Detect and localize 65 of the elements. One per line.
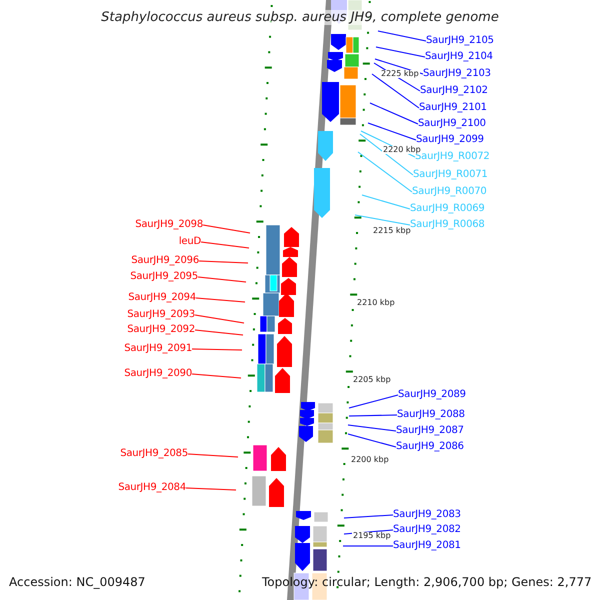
leader-line <box>376 46 426 58</box>
gene-label: SaurJH9_2093 <box>127 310 195 320</box>
leader-line <box>192 348 242 350</box>
gene-label: SaurJH9_R0068 <box>410 220 485 230</box>
gene-label: SaurJH9_2100 <box>418 119 486 129</box>
scale-label: 2220 kbp <box>382 146 422 154</box>
gene-label: SaurJH9_2087 <box>396 426 464 436</box>
gene-label: SaurJH9_2096 <box>131 256 199 266</box>
leader-line <box>192 374 242 378</box>
map-title: Staphylococcus aureus subsp. aureus JH9, complete genome <box>100 11 500 24</box>
scale-label: 2225 kbp <box>380 70 420 78</box>
leader-line <box>344 514 394 518</box>
gene-label: SaurJH9_R0071 <box>413 170 488 180</box>
leader-line <box>348 414 398 416</box>
gene-label: SaurJH9_2083 <box>393 510 461 520</box>
gene-label: SaurJH9_R0070 <box>412 187 487 197</box>
leader-line <box>360 134 414 176</box>
scale-label: 2200 kbp <box>350 456 390 464</box>
gene-label: SaurJH9_2101 <box>419 103 487 113</box>
leader-line <box>198 276 246 282</box>
gene-label: SaurJH9_2091 <box>124 344 192 354</box>
gene-label: SaurJH9_2089 <box>398 390 466 400</box>
leader-line <box>202 224 250 234</box>
gene-label: SaurJH9_R0072 <box>415 152 490 162</box>
scale-label: 2205 kbp <box>352 376 392 384</box>
gene-label: SaurJH9_2085 <box>120 449 188 459</box>
gene-label: SaurJH9_2103 <box>423 69 491 79</box>
leader-line <box>194 314 244 324</box>
gene-label: SaurJH9_2094 <box>128 293 196 303</box>
gene-label: SaurJH9_2090 <box>124 369 192 379</box>
gene-label: SaurJH9_2099 <box>416 135 484 145</box>
gene-label: leuD <box>178 237 201 247</box>
scale-label: 2195 kbp <box>352 532 392 540</box>
leader-line <box>370 102 418 124</box>
gene-label: SaurJH9_2102 <box>420 86 488 96</box>
scale-label: 2215 kbp <box>372 227 412 235</box>
gene-label: SaurJH9_2092 <box>127 325 195 335</box>
leader-line <box>362 194 410 210</box>
gene-label: SaurJH9_R0069 <box>410 204 485 214</box>
gene-label: SaurJH9_2084 <box>118 483 186 493</box>
gene-label: SaurJH9_2086 <box>396 442 464 452</box>
leader-line <box>198 260 248 264</box>
gene-label: SaurJH9_2098 <box>135 220 203 230</box>
leader-line <box>186 488 236 490</box>
gene-label: SaurJH9_2105 <box>426 36 494 46</box>
leader-line <box>348 394 398 408</box>
gene-label: SaurJH9_2082 <box>393 525 461 535</box>
leader-line <box>354 214 410 226</box>
gene-label: SaurJH9_2088 <box>397 410 465 420</box>
genome-summary-text: Topology: circular; Length: 2,906,700 bp; Genes: 2,777 <box>262 576 592 588</box>
leader-line <box>348 434 396 448</box>
leader-line <box>200 242 250 248</box>
gene-label: SaurJH9_2081 <box>393 541 461 551</box>
scale-label: 2210 kbp <box>356 299 396 307</box>
leader-line <box>188 454 238 458</box>
leader-line <box>368 122 416 140</box>
leader-line <box>196 298 246 302</box>
gene-label: SaurJH9_2095 <box>130 272 198 282</box>
leader-line <box>372 74 420 108</box>
accession-text: Accession: NC_009487 <box>9 576 146 588</box>
leader-line <box>358 152 412 192</box>
leader-line <box>378 30 426 42</box>
leader-line <box>348 424 396 432</box>
leader-line <box>194 330 244 336</box>
gene-label: SaurJH9_2104 <box>425 52 493 62</box>
